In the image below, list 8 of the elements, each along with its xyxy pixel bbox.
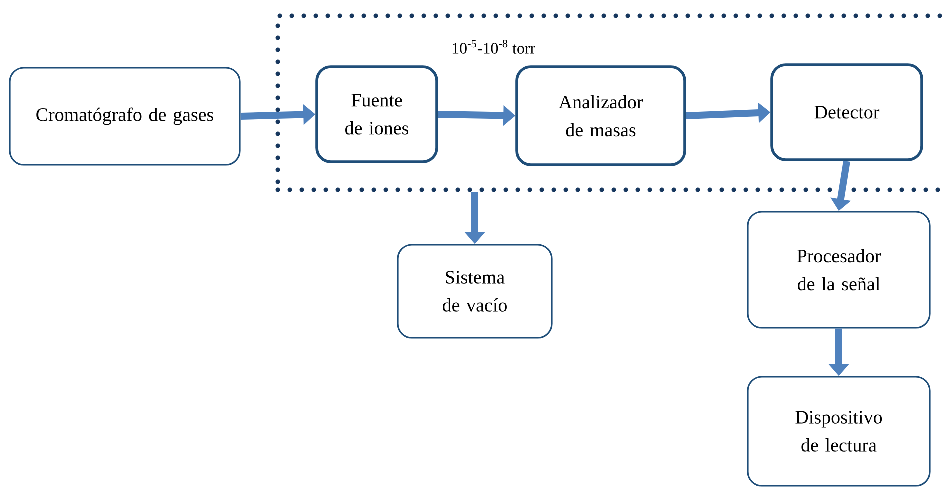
process-box: Cromatógrafo de gases <box>9 67 241 166</box>
process-box: Analizador de masas <box>516 66 686 166</box>
process-box: Procesador de la señal <box>747 211 931 329</box>
process-box: Sistema de vacío <box>397 244 553 339</box>
pressure-label: 10$^{-5}$-10$^{-8}$ torr <box>452 40 536 54</box>
process-box: Detector <box>770 64 924 162</box>
process-box: Fuente de iones <box>316 66 438 164</box>
process-box: Dispositivo de lectura <box>747 376 931 487</box>
